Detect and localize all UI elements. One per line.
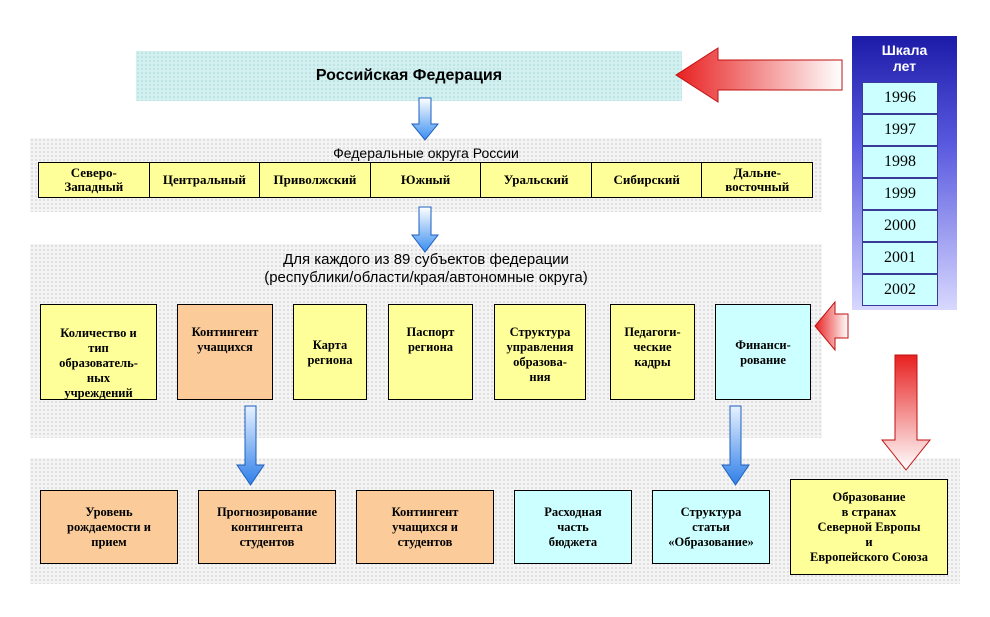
district-central: Центральный	[150, 163, 261, 197]
year-1996: 1996	[862, 82, 938, 114]
year-scale: Шкала лет 1996 1997 1998 1999 2000 2001 …	[852, 36, 957, 310]
year-1998: 1998	[862, 146, 938, 178]
russian-federation-box: Российская Федерация	[136, 51, 682, 101]
year-1997: 1997	[862, 114, 938, 146]
russian-federation-label: Российская Федерация	[315, 67, 503, 84]
year-2002: 2002	[862, 274, 938, 306]
district-volga: Приволжский	[260, 163, 371, 197]
year-1999: 1999	[862, 178, 938, 210]
district-far-eastern: Дальне- восточный	[725, 165, 790, 194]
box-management-structure: Структура управления образова- ния	[494, 304, 586, 400]
year-2000: 2000	[862, 210, 938, 242]
box-forecasting: Прогнозирование контингента студентов	[198, 490, 336, 564]
subjects-subtitle: (республики/области/края/автономные окру…	[264, 269, 588, 286]
box-financing: Финанси- рование	[715, 304, 811, 400]
year-2001: 2001	[862, 242, 938, 274]
box-institutions: Количество и тип образователь- ных учреж…	[40, 304, 157, 400]
district-siberian: Сибирский	[592, 163, 703, 197]
year-scale-title: Шкала лет	[881, 42, 928, 74]
box-education-article: Структура статьи «Образование»	[652, 490, 770, 564]
box-region-passport: Паспорт региона	[388, 304, 473, 400]
box-student-contingent: Контингент учащихся	[177, 304, 273, 400]
box-region-map: Карта региона	[293, 304, 367, 400]
arrow-left-scale-to-rf	[675, 47, 843, 103]
box-birth-rate: Уровень рождаемости и прием	[40, 490, 178, 564]
districts-row: Северо- Западный Центральный Приволжский…	[38, 162, 813, 198]
box-students-contingent: Контингент учащихся и студентов	[356, 490, 494, 564]
district-northwest: Северо- Западный	[39, 163, 150, 197]
districts-title: Федеральные округа России	[333, 145, 519, 161]
arrow-down-to-international	[880, 354, 932, 471]
district-southern: Южный	[371, 163, 482, 197]
arrow-down-rf-to-districts	[410, 97, 440, 141]
district-ural: Уральский	[481, 163, 592, 197]
box-teaching-staff: Педагоги- ческие кадры	[610, 304, 695, 400]
subjects-title: Для каждого из 89 субъектов федерации	[283, 251, 569, 268]
box-international-education: Образование в странах Северной Европы и …	[790, 479, 948, 575]
box-budget-expenses: Расходная часть бюджета	[514, 490, 632, 564]
